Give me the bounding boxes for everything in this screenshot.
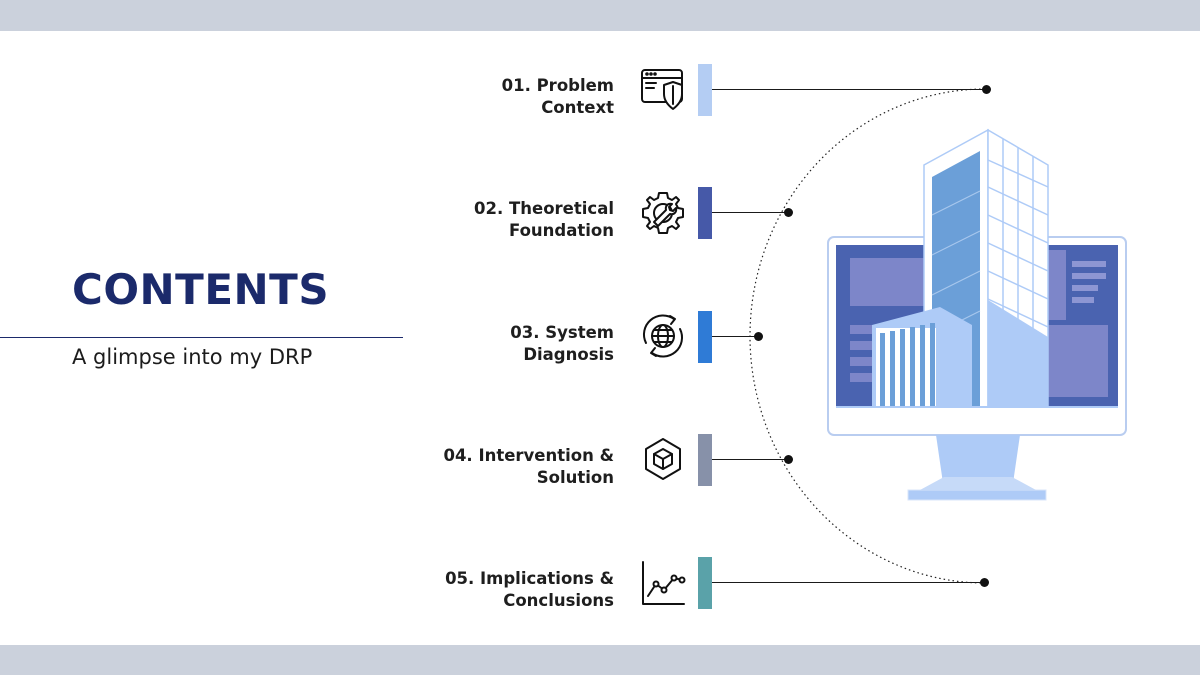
item-1-color-bar bbox=[698, 64, 712, 116]
contents-item-theoretical-foundation[interactable]: 02. Theoretical Foundation bbox=[394, 198, 614, 242]
item-3-color-bar bbox=[698, 311, 712, 363]
bottom-band bbox=[0, 645, 1200, 675]
item-4-color-bar bbox=[698, 434, 712, 486]
item-4-dot bbox=[784, 455, 793, 464]
page-title: CONTENTS bbox=[72, 265, 330, 314]
item-1-line-1: 01. Problem bbox=[501, 76, 614, 95]
page-subtitle: A glimpse into my DRP bbox=[72, 345, 313, 369]
item-4-line-1: 04. Intervention & bbox=[443, 446, 614, 465]
contents-item-system-diagnosis[interactable]: 03. System Diagnosis bbox=[394, 322, 614, 366]
item-5-color-bar bbox=[698, 557, 712, 609]
hexagon-cube-icon bbox=[640, 436, 686, 482]
item-1-connector bbox=[712, 89, 986, 90]
browser-shield-icon bbox=[640, 67, 686, 113]
contents-item-implications-conclusions[interactable]: 05. Implications & Conclusions bbox=[394, 568, 614, 612]
item-3-connector bbox=[712, 336, 758, 337]
top-band bbox=[0, 0, 1200, 31]
contents-item-problem-context[interactable]: 01. Problem Context bbox=[394, 75, 614, 119]
item-5-dot bbox=[980, 578, 989, 587]
item-2-line-2: Foundation bbox=[508, 221, 614, 240]
item-2-line-1: 02. Theoretical bbox=[474, 199, 614, 218]
contents-item-intervention-solution[interactable]: 04. Intervention & Solution bbox=[394, 445, 614, 489]
title-divider bbox=[0, 337, 403, 338]
item-2-connector bbox=[712, 212, 788, 213]
item-2-color-bar bbox=[698, 187, 712, 239]
monitor-building-icon bbox=[827, 128, 1127, 501]
item-5-line-2: Conclusions bbox=[503, 591, 614, 610]
item-1-line-2: Context bbox=[541, 98, 614, 117]
item-1-dot bbox=[982, 85, 991, 94]
globe-refresh-icon bbox=[640, 313, 686, 359]
item-3-dot bbox=[754, 332, 763, 341]
line-chart-icon bbox=[640, 560, 686, 606]
item-4-connector bbox=[712, 459, 788, 460]
item-5-connector bbox=[712, 582, 986, 583]
item-5-line-1: 05. Implications & bbox=[445, 569, 614, 588]
item-2-dot bbox=[784, 208, 793, 217]
gear-wrench-icon bbox=[640, 190, 686, 236]
item-3-line-2: Diagnosis bbox=[523, 345, 614, 364]
item-4-line-2: Solution bbox=[536, 468, 614, 487]
item-3-line-1: 03. System bbox=[510, 323, 614, 342]
